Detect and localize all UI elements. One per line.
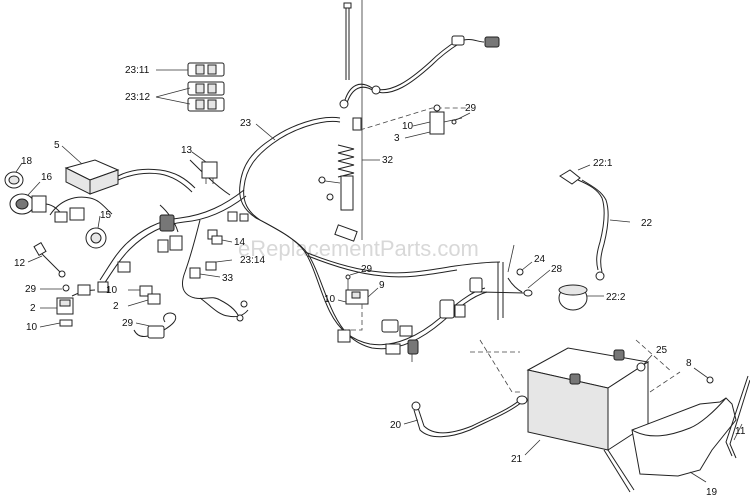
callout-23: 23 xyxy=(240,118,252,129)
control-module xyxy=(61,145,196,195)
callout-9: 9 xyxy=(379,280,385,291)
switch-assembly-top xyxy=(359,104,471,139)
callout-14: 14 xyxy=(234,237,246,248)
watermark: eReplacementParts.com xyxy=(238,236,479,261)
callout-28: 28 xyxy=(551,264,563,275)
callout-20: 20 xyxy=(390,420,402,431)
callout-10-mid: 10 xyxy=(106,285,118,296)
callout-2-mid: 2 xyxy=(113,301,119,312)
diode-connectors xyxy=(205,235,233,271)
washer-25 xyxy=(636,354,653,372)
callout-21: 21 xyxy=(511,454,523,465)
callout-29-loop: 29 xyxy=(122,318,134,329)
callout-10-left: 10 xyxy=(26,322,38,333)
connector-33 xyxy=(189,267,221,279)
battery-cable-positive xyxy=(558,164,631,311)
switch-assembly-left xyxy=(39,261,161,328)
callout-29-left: 29 xyxy=(25,284,37,295)
upper-harness xyxy=(339,35,500,109)
clamp-24-28 xyxy=(479,244,551,320)
callout-24: 24 xyxy=(534,254,546,265)
callout-19: 19 xyxy=(706,487,718,498)
callout-22-1: 22:1 xyxy=(593,158,613,169)
callout-29-mid: 29 xyxy=(361,264,373,275)
callout-12: 12 xyxy=(14,258,26,269)
callout-22: 22 xyxy=(641,218,653,229)
relay xyxy=(191,151,218,184)
rod-and-nut xyxy=(693,367,750,459)
switch-assembly-mid xyxy=(337,271,379,331)
antenna-rod xyxy=(317,0,380,242)
callout-29-top: 29 xyxy=(465,103,477,114)
ignition-switch xyxy=(9,181,66,219)
callout-22-2: 22:2 xyxy=(606,292,626,303)
key-cap xyxy=(4,162,24,189)
callout-18: 18 xyxy=(21,156,33,167)
fuse-inset xyxy=(155,62,225,112)
callout-8: 8 xyxy=(686,358,692,369)
battery-bracket xyxy=(603,397,737,493)
callout-23-11: 23:11 xyxy=(125,65,150,76)
callout-32: 32 xyxy=(382,155,394,166)
callout-23-12: 23:12 xyxy=(125,92,150,103)
fuse-lead xyxy=(27,241,66,278)
buzzer xyxy=(85,215,107,249)
callout-11: 11 xyxy=(735,426,746,437)
pigtail-harness xyxy=(133,297,249,339)
main-harness xyxy=(99,116,501,362)
callout-10-top: 10 xyxy=(402,121,414,132)
battery-cable-negative xyxy=(403,395,528,438)
callout-3: 3 xyxy=(394,133,400,144)
callout-23-14: 23:14 xyxy=(240,255,265,266)
callout-33: 33 xyxy=(222,273,234,284)
harness-connectors-left xyxy=(49,196,183,253)
callout-13: 13 xyxy=(181,145,193,156)
callout-5: 5 xyxy=(54,140,60,151)
callout-25: 25 xyxy=(656,345,668,356)
callout-15: 15 xyxy=(100,210,112,221)
callout-16: 16 xyxy=(41,172,53,183)
callout-10-right: 10 xyxy=(324,294,336,305)
callout-2-left: 2 xyxy=(30,303,36,314)
